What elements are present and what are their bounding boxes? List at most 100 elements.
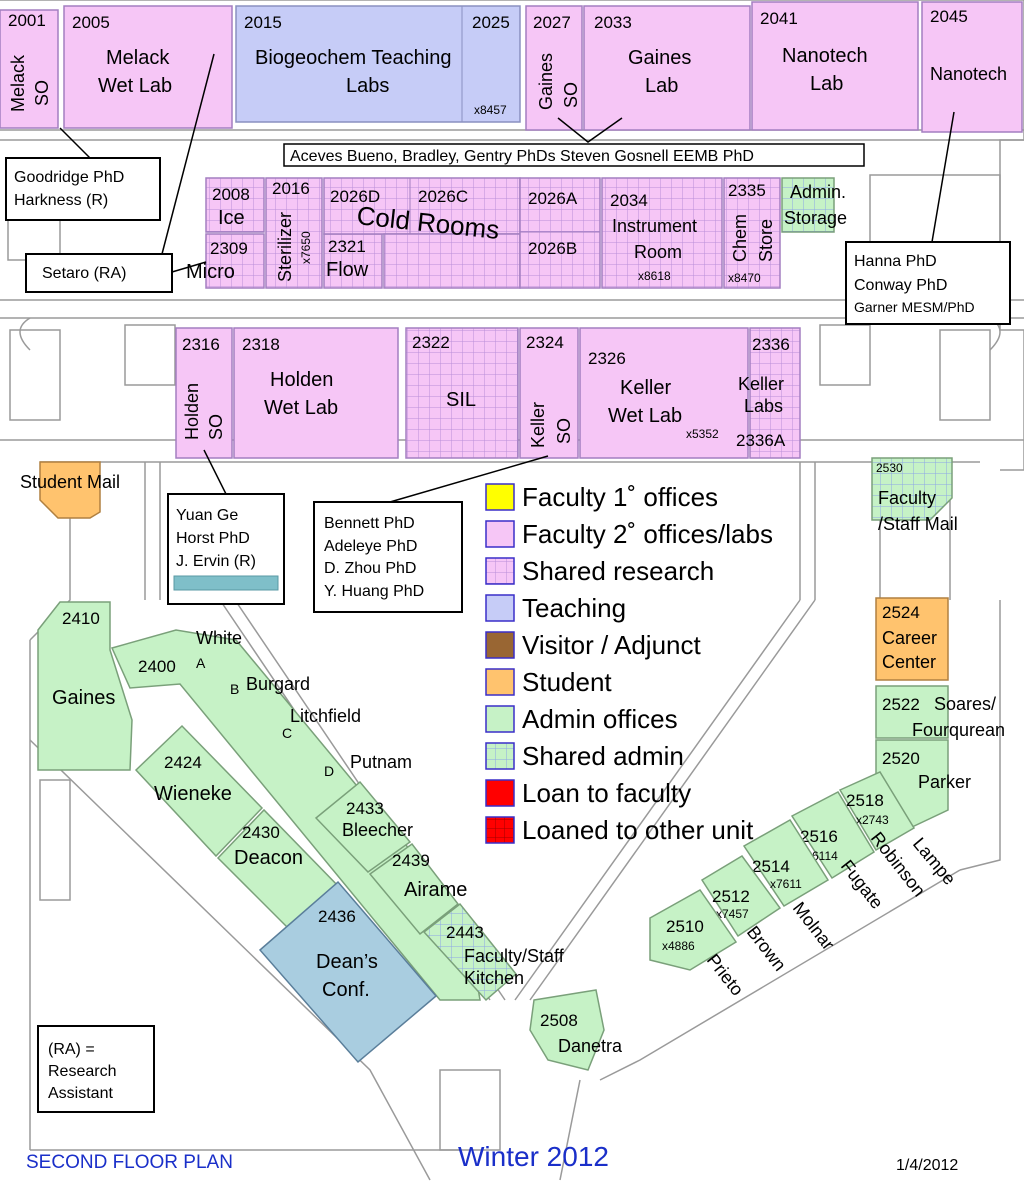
room-2424[interactable]: 2424 Wieneke: [134, 724, 264, 858]
room-number: 2015: [244, 13, 282, 32]
plan-date: 1/4/2012: [896, 1157, 958, 1174]
room-2015[interactable]: 2015 Biogeochem Teaching Labs 2025 x8457: [235, 5, 521, 123]
note-line: Harkness (R): [14, 192, 108, 209]
legend-swatch: [485, 520, 515, 548]
room-2322[interactable]: 2322 SIL: [405, 327, 519, 459]
room-number: 2005: [72, 13, 110, 32]
room-label: Danetra: [558, 1036, 623, 1056]
phone-extension: x7457: [716, 907, 749, 921]
office-letter-c: C: [282, 725, 292, 741]
room-number: 2510: [666, 917, 704, 936]
room-2433[interactable]: 2433 Bleecher: [314, 780, 413, 873]
note-line: Conway PhD: [854, 277, 947, 294]
note-setaro: Setaro (RA): [25, 53, 215, 293]
room-2400-corridor[interactable]: 2400 A B C D White Burgard Litchfield Pu…: [110, 628, 481, 1001]
room-2045[interactable]: 2045 Nanotech: [921, 1, 1023, 133]
room-2436[interactable]: 2436 Dean’s Conf.: [258, 880, 438, 1064]
plan-title: SECOND FLOOR PLAN: [26, 1152, 233, 1173]
room-label: Holden: [182, 383, 202, 440]
room-label: Airame: [404, 879, 467, 901]
room-number: 2309: [210, 239, 248, 258]
room-2034[interactable]: 2034 Instrument Room x8618: [601, 177, 723, 289]
legend-label: Faculty 1˚ offices: [522, 482, 718, 512]
room-label: Ice: [218, 207, 245, 229]
room-2016[interactable]: 2016 Sterilizer x7650: [265, 177, 323, 289]
room-2008[interactable]: 2008 Ice: [205, 177, 265, 233]
room-number: 2400: [138, 657, 176, 676]
room-label: Conf.: [322, 979, 370, 1001]
phone-extension: x8618: [638, 269, 671, 283]
room-2326[interactable]: 2326 Keller Wet Lab x5352: [579, 327, 749, 459]
legend-label: Shared admin: [522, 741, 684, 771]
student-mail[interactable]: Student Mail: [20, 461, 120, 519]
room-2309[interactable]: 2309 Micro: [186, 233, 265, 289]
room-2530[interactable]: 2530 Faculty /Staff Mail: [871, 457, 958, 534]
room-number: 2516: [800, 827, 838, 846]
note-hanna: Hanna PhD Conway PhD Garner MESM/PhD: [845, 111, 1011, 325]
room-number: 2439: [392, 851, 430, 870]
room-2336[interactable]: 2336 Keller Labs 2336A: [736, 327, 801, 459]
room-label: Faculty: [878, 488, 936, 508]
office-letter-b: B: [230, 681, 239, 697]
room-label: Gaines: [52, 687, 115, 709]
room-label: Keller: [620, 377, 671, 399]
room-2522[interactable]: 2522 Soares/ Fourqurean: [875, 685, 1005, 740]
room-2026a-2026b[interactable]: 2026A 2026B: [519, 177, 601, 289]
note-ra-definition: (RA) = Research Assistant: [37, 1025, 155, 1113]
note-line: Y. Huang PhD: [324, 583, 424, 600]
room-2001[interactable]: 2001 Melack SO: [0, 9, 59, 129]
room-label: Student Mail: [20, 472, 120, 492]
room-number: 2316: [182, 335, 220, 354]
room-2321[interactable]: 2321 Flow: [323, 233, 383, 289]
room-2439[interactable]: 2439 Airame: [368, 842, 467, 936]
legend-swatch: [485, 557, 515, 585]
room-label: Admin.: [790, 182, 846, 202]
room-label: Nanotech: [930, 64, 1007, 84]
legend-label: Student: [522, 667, 612, 697]
room-2324[interactable]: 2324 Keller SO: [519, 327, 579, 459]
legend-label: Loaned to other unit: [522, 815, 754, 845]
room-number: 2318: [242, 335, 280, 354]
room-2410[interactable]: 2410 Gaines: [37, 601, 133, 771]
room-2316[interactable]: 2316 Holden SO: [175, 327, 233, 459]
legend-swatch: [485, 483, 515, 511]
room-2335[interactable]: 2335 Chem Store x8470: [723, 177, 781, 289]
room-2524[interactable]: 2524 Career Center: [875, 597, 949, 681]
office-name-putnam: Putnam: [350, 752, 412, 772]
note-yuan: Yuan Ge Horst PhD J. Ervin (R): [167, 449, 285, 605]
room-number: 2001: [8, 11, 46, 30]
phone-extension: x2743: [856, 813, 889, 827]
room-label: Molnar: [789, 898, 839, 954]
room-2041[interactable]: 2041 Nanotech Lab: [751, 1, 919, 131]
legend-label: Visitor / Adjunct: [522, 630, 702, 660]
room-number: 2520: [882, 749, 920, 768]
phone-extension: x5352: [686, 427, 719, 441]
room-2027[interactable]: 2027 Gaines SO: [525, 5, 583, 131]
room-number: 2424: [164, 753, 202, 772]
room-label: Gaines: [536, 53, 556, 110]
phone-extension: x8470: [728, 271, 761, 285]
room-label: /Staff Mail: [878, 514, 958, 534]
room-number-2026d: 2026D: [330, 187, 380, 206]
room-label: Brown: [743, 922, 790, 975]
admin-storage[interactable]: Admin. Storage: [781, 177, 847, 233]
room-label: Deacon: [234, 847, 303, 869]
room-number: 2326: [588, 349, 626, 368]
room-2508[interactable]: 2508 Danetra: [529, 989, 623, 1071]
room-2443[interactable]: 2443 Faculty/Staff Kitchen: [422, 902, 565, 1002]
legend-swatch: [485, 594, 515, 622]
room-label: Wet Lab: [98, 75, 172, 97]
room-label: Micro: [186, 261, 235, 283]
room-2318[interactable]: 2318 Holden Wet Lab: [233, 327, 399, 459]
room-label: Gaines: [628, 47, 691, 69]
room-label: Labs: [744, 396, 783, 416]
office-name-white: White: [196, 628, 242, 648]
note-goodridge: Goodridge PhD Harkness (R): [5, 127, 161, 221]
room-number-2026b: 2026B: [528, 239, 577, 258]
room-2033[interactable]: 2033 Gaines Lab: [583, 5, 751, 131]
room-number: 2522: [882, 695, 920, 714]
room-number-2025: 2025: [472, 13, 510, 32]
room-2005[interactable]: 2005 Melack Wet Lab: [63, 5, 233, 129]
room-label: Center: [882, 652, 936, 672]
